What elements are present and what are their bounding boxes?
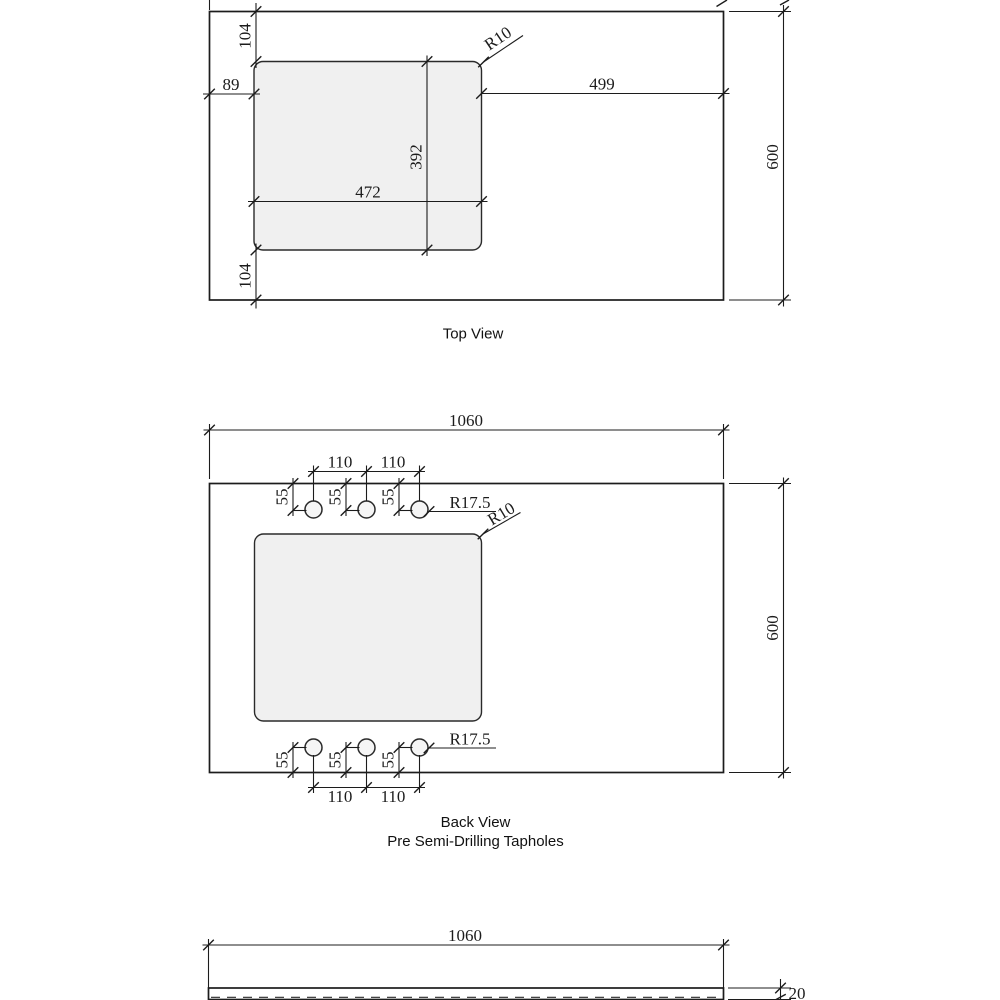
dim-label-110-top-1: 110 bbox=[328, 453, 353, 472]
dim-label-55-top-2: 55 bbox=[326, 489, 345, 506]
dim-label-499: 499 bbox=[589, 75, 615, 94]
dim-label-55-bottom-1: 55 bbox=[273, 752, 292, 769]
dim-label-110-bottom-1: 110 bbox=[328, 787, 353, 806]
dim-label-600-back: 600 bbox=[763, 615, 782, 641]
dim-label-1060-front: 1060 bbox=[448, 926, 482, 945]
dim-label-110-bottom-2: 110 bbox=[381, 787, 406, 806]
dim-taphole-spacing-top: 110 110 bbox=[307, 453, 426, 502]
dim-back-view-depth: 600 bbox=[729, 477, 791, 779]
taphole-bottom-2 bbox=[357, 738, 376, 757]
dim-label-110-top-2: 110 bbox=[381, 453, 406, 472]
dim-label-89: 89 bbox=[223, 75, 240, 94]
taphole-bottom-3 bbox=[410, 738, 429, 757]
dim-label-392: 392 bbox=[407, 144, 426, 170]
top-view: 104 89 499 392 472 bbox=[203, 0, 791, 343]
dim-top-offset-top: 104 bbox=[236, 3, 262, 68]
taphole-top-1 bbox=[304, 500, 323, 519]
back-view: 1060 110 110 55 55 bbox=[203, 411, 791, 850]
dim-label-55-top-1: 55 bbox=[273, 489, 292, 506]
dim-left-offset: 89 bbox=[203, 75, 260, 100]
leader-taphole-radius-top: R17.5 bbox=[423, 493, 496, 518]
dim-cutout-width: 472 bbox=[248, 183, 488, 208]
dim-label-r17-5-top: R17.5 bbox=[449, 493, 490, 512]
dim-top-view-depth: 600 bbox=[729, 5, 791, 307]
dim-slab-thickness: 20 bbox=[728, 979, 806, 1000]
dim-back-width: 1060 bbox=[203, 411, 730, 479]
dim-label-55-bottom-2: 55 bbox=[326, 752, 345, 769]
tapholes-bottom-row bbox=[304, 738, 429, 757]
cropped-dimension-remnants bbox=[208, 0, 790, 10]
dim-label-20: 20 bbox=[789, 984, 806, 1000]
dim-label-600-top: 600 bbox=[763, 144, 782, 170]
front-view: 1060 20 bbox=[202, 926, 806, 1000]
dim-label-r17-5-bottom: R17.5 bbox=[449, 730, 490, 749]
dim-label-1060-back: 1060 bbox=[449, 411, 483, 430]
leader-taphole-radius-bottom: R17.5 bbox=[423, 730, 496, 754]
dim-cutout-to-right-edge: 499 bbox=[475, 75, 730, 100]
dim-label-55-bottom-3: 55 bbox=[379, 752, 398, 769]
top-view-label: Top View bbox=[443, 326, 504, 343]
dim-front-width: 1060 bbox=[202, 926, 730, 988]
dim-taphole-spacing-bottom: 110 110 bbox=[307, 755, 426, 806]
top-view-sink-cutout bbox=[253, 60, 483, 251]
dim-label-472: 472 bbox=[355, 183, 381, 202]
dim-top-offset-bottom: 104 bbox=[236, 243, 262, 309]
dim-label-55-top-3: 55 bbox=[379, 489, 398, 506]
taphole-bottom-1 bbox=[304, 738, 323, 757]
dim-taphole-edge-offset-bottom: 55 55 55 bbox=[273, 741, 413, 779]
dim-cutout-height: 392 bbox=[407, 55, 433, 256]
dim-label-104-bottom: 104 bbox=[236, 263, 255, 289]
back-view-label: Back View bbox=[441, 814, 511, 831]
back-view-sink-cutout bbox=[253, 533, 483, 722]
dim-taphole-edge-offset-top: 55 55 55 bbox=[273, 477, 413, 517]
taphole-top-2 bbox=[357, 500, 376, 519]
dim-label-104-top: 104 bbox=[236, 23, 255, 49]
back-view-sublabel: Pre Semi-Drilling Tapholes bbox=[387, 833, 563, 850]
